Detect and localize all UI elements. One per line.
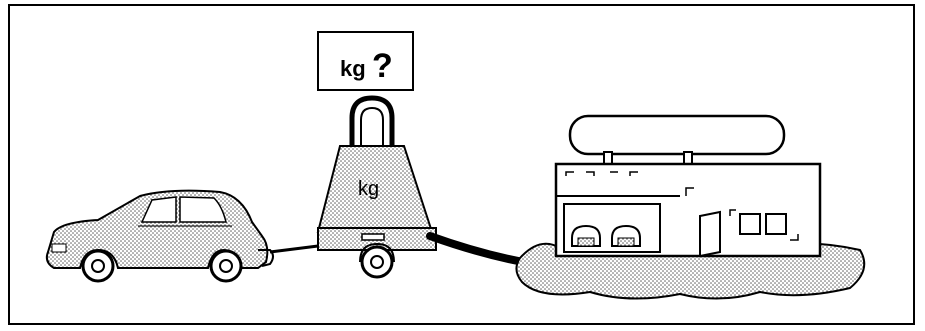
trailer-icon — [270, 228, 436, 277]
car-icon — [47, 191, 273, 281]
question-mark: ? — [372, 47, 393, 85]
weight-icon: kg — [318, 98, 432, 232]
question-box: kg ? — [318, 32, 413, 90]
weight-unit: kg — [358, 178, 379, 200]
question-unit: kg — [340, 56, 366, 81]
service-station-icon — [516, 116, 864, 299]
